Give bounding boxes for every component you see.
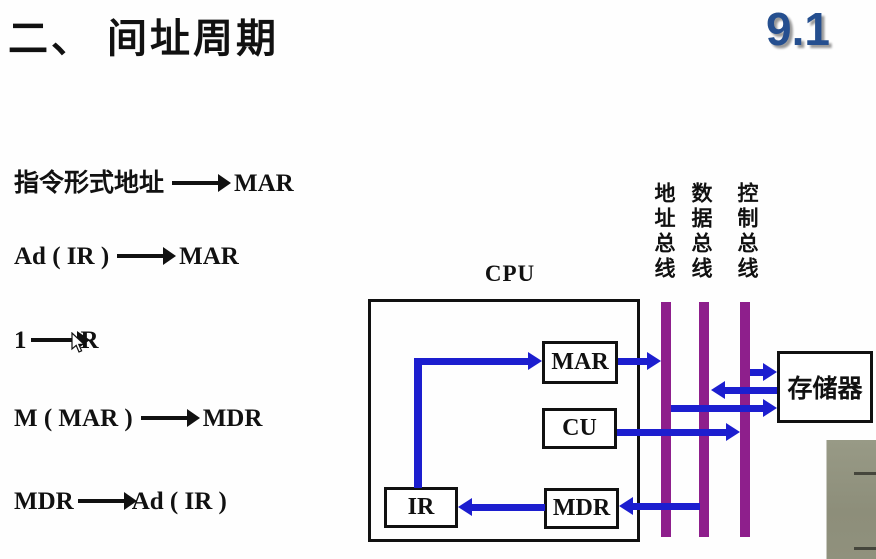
cpu-label: CPU bbox=[484, 261, 536, 286]
ir-to-mar-vertical-line bbox=[414, 360, 422, 488]
step-line-4: M ( MAR ) MDR bbox=[14, 405, 262, 433]
data-bus-bar bbox=[699, 302, 709, 537]
page-title: 二、 间址周期 bbox=[8, 16, 279, 61]
mar-to-addressbus-line bbox=[618, 358, 648, 365]
step-lhs: MDR bbox=[14, 488, 74, 515]
mdr-to-ir-line bbox=[472, 504, 545, 511]
addressbus-to-memory-arrowhead-icon bbox=[763, 399, 777, 417]
step-rhs: Ad ( IR ) bbox=[131, 488, 227, 515]
step-lhs: M ( MAR ) bbox=[14, 405, 133, 432]
ir-to-mar-arrowhead-icon bbox=[528, 352, 542, 370]
overlay-line bbox=[854, 547, 876, 550]
step-line-1: 指令形式地址 MAR bbox=[14, 163, 294, 199]
address-bus-bar bbox=[661, 302, 671, 537]
step-lhs: 1 bbox=[14, 327, 27, 354]
step-line-5: MDR Ad ( IR ) bbox=[14, 488, 227, 516]
address-bus-label: 地址总线 bbox=[652, 182, 676, 282]
ir-register-box: IR bbox=[384, 487, 458, 528]
mar-to-addressbus-arrowhead-icon bbox=[647, 352, 661, 370]
addressbus-to-memory-line bbox=[671, 405, 764, 412]
cu-to-controlbus-arrowhead-icon bbox=[726, 423, 740, 441]
databus-to-mdr-arrowhead-icon bbox=[619, 497, 633, 515]
step-lhs: 指令形式地址 bbox=[14, 170, 165, 197]
step-line-2: Ad ( IR ) MAR bbox=[14, 243, 239, 271]
memory-to-databus-arrowhead-icon bbox=[711, 381, 725, 399]
right-arrow-icon bbox=[140, 409, 200, 428]
step-lhs: Ad ( IR ) bbox=[14, 243, 110, 270]
controlbus-to-memory-line bbox=[750, 369, 765, 376]
mouse-cursor-icon bbox=[71, 332, 86, 353]
mdr-register-box: MDR bbox=[544, 488, 619, 529]
data-bus-label: 数据总线 bbox=[689, 182, 713, 282]
ir-to-mar-line bbox=[414, 358, 528, 365]
step-rhs: MAR bbox=[234, 170, 294, 197]
mar-register-box: MAR bbox=[542, 341, 618, 384]
right-arrow-icon bbox=[77, 492, 137, 511]
section-number: 9.1 bbox=[766, 3, 830, 55]
control-bus-bar bbox=[740, 302, 750, 537]
step-rhs: MDR bbox=[202, 405, 263, 432]
memory-box: 存储器 bbox=[777, 351, 873, 423]
right-arrow-icon bbox=[117, 247, 177, 266]
video-overlay bbox=[826, 440, 876, 559]
mdr-to-ir-arrowhead-icon bbox=[458, 498, 472, 516]
right-arrow-icon bbox=[30, 331, 90, 350]
step-rhs: MAR bbox=[179, 243, 239, 270]
cpu-box bbox=[368, 299, 640, 542]
cu-box: CU bbox=[542, 408, 617, 449]
control-bus-label: 控制总线 bbox=[735, 182, 759, 282]
right-arrow-icon bbox=[172, 174, 232, 193]
memory-to-databus-line bbox=[725, 387, 777, 394]
cu-to-controlbus-line bbox=[617, 429, 727, 436]
databus-to-mdr-line bbox=[633, 503, 700, 510]
controlbus-to-memory-arrowhead-icon bbox=[763, 363, 777, 381]
overlay-line bbox=[854, 472, 876, 475]
